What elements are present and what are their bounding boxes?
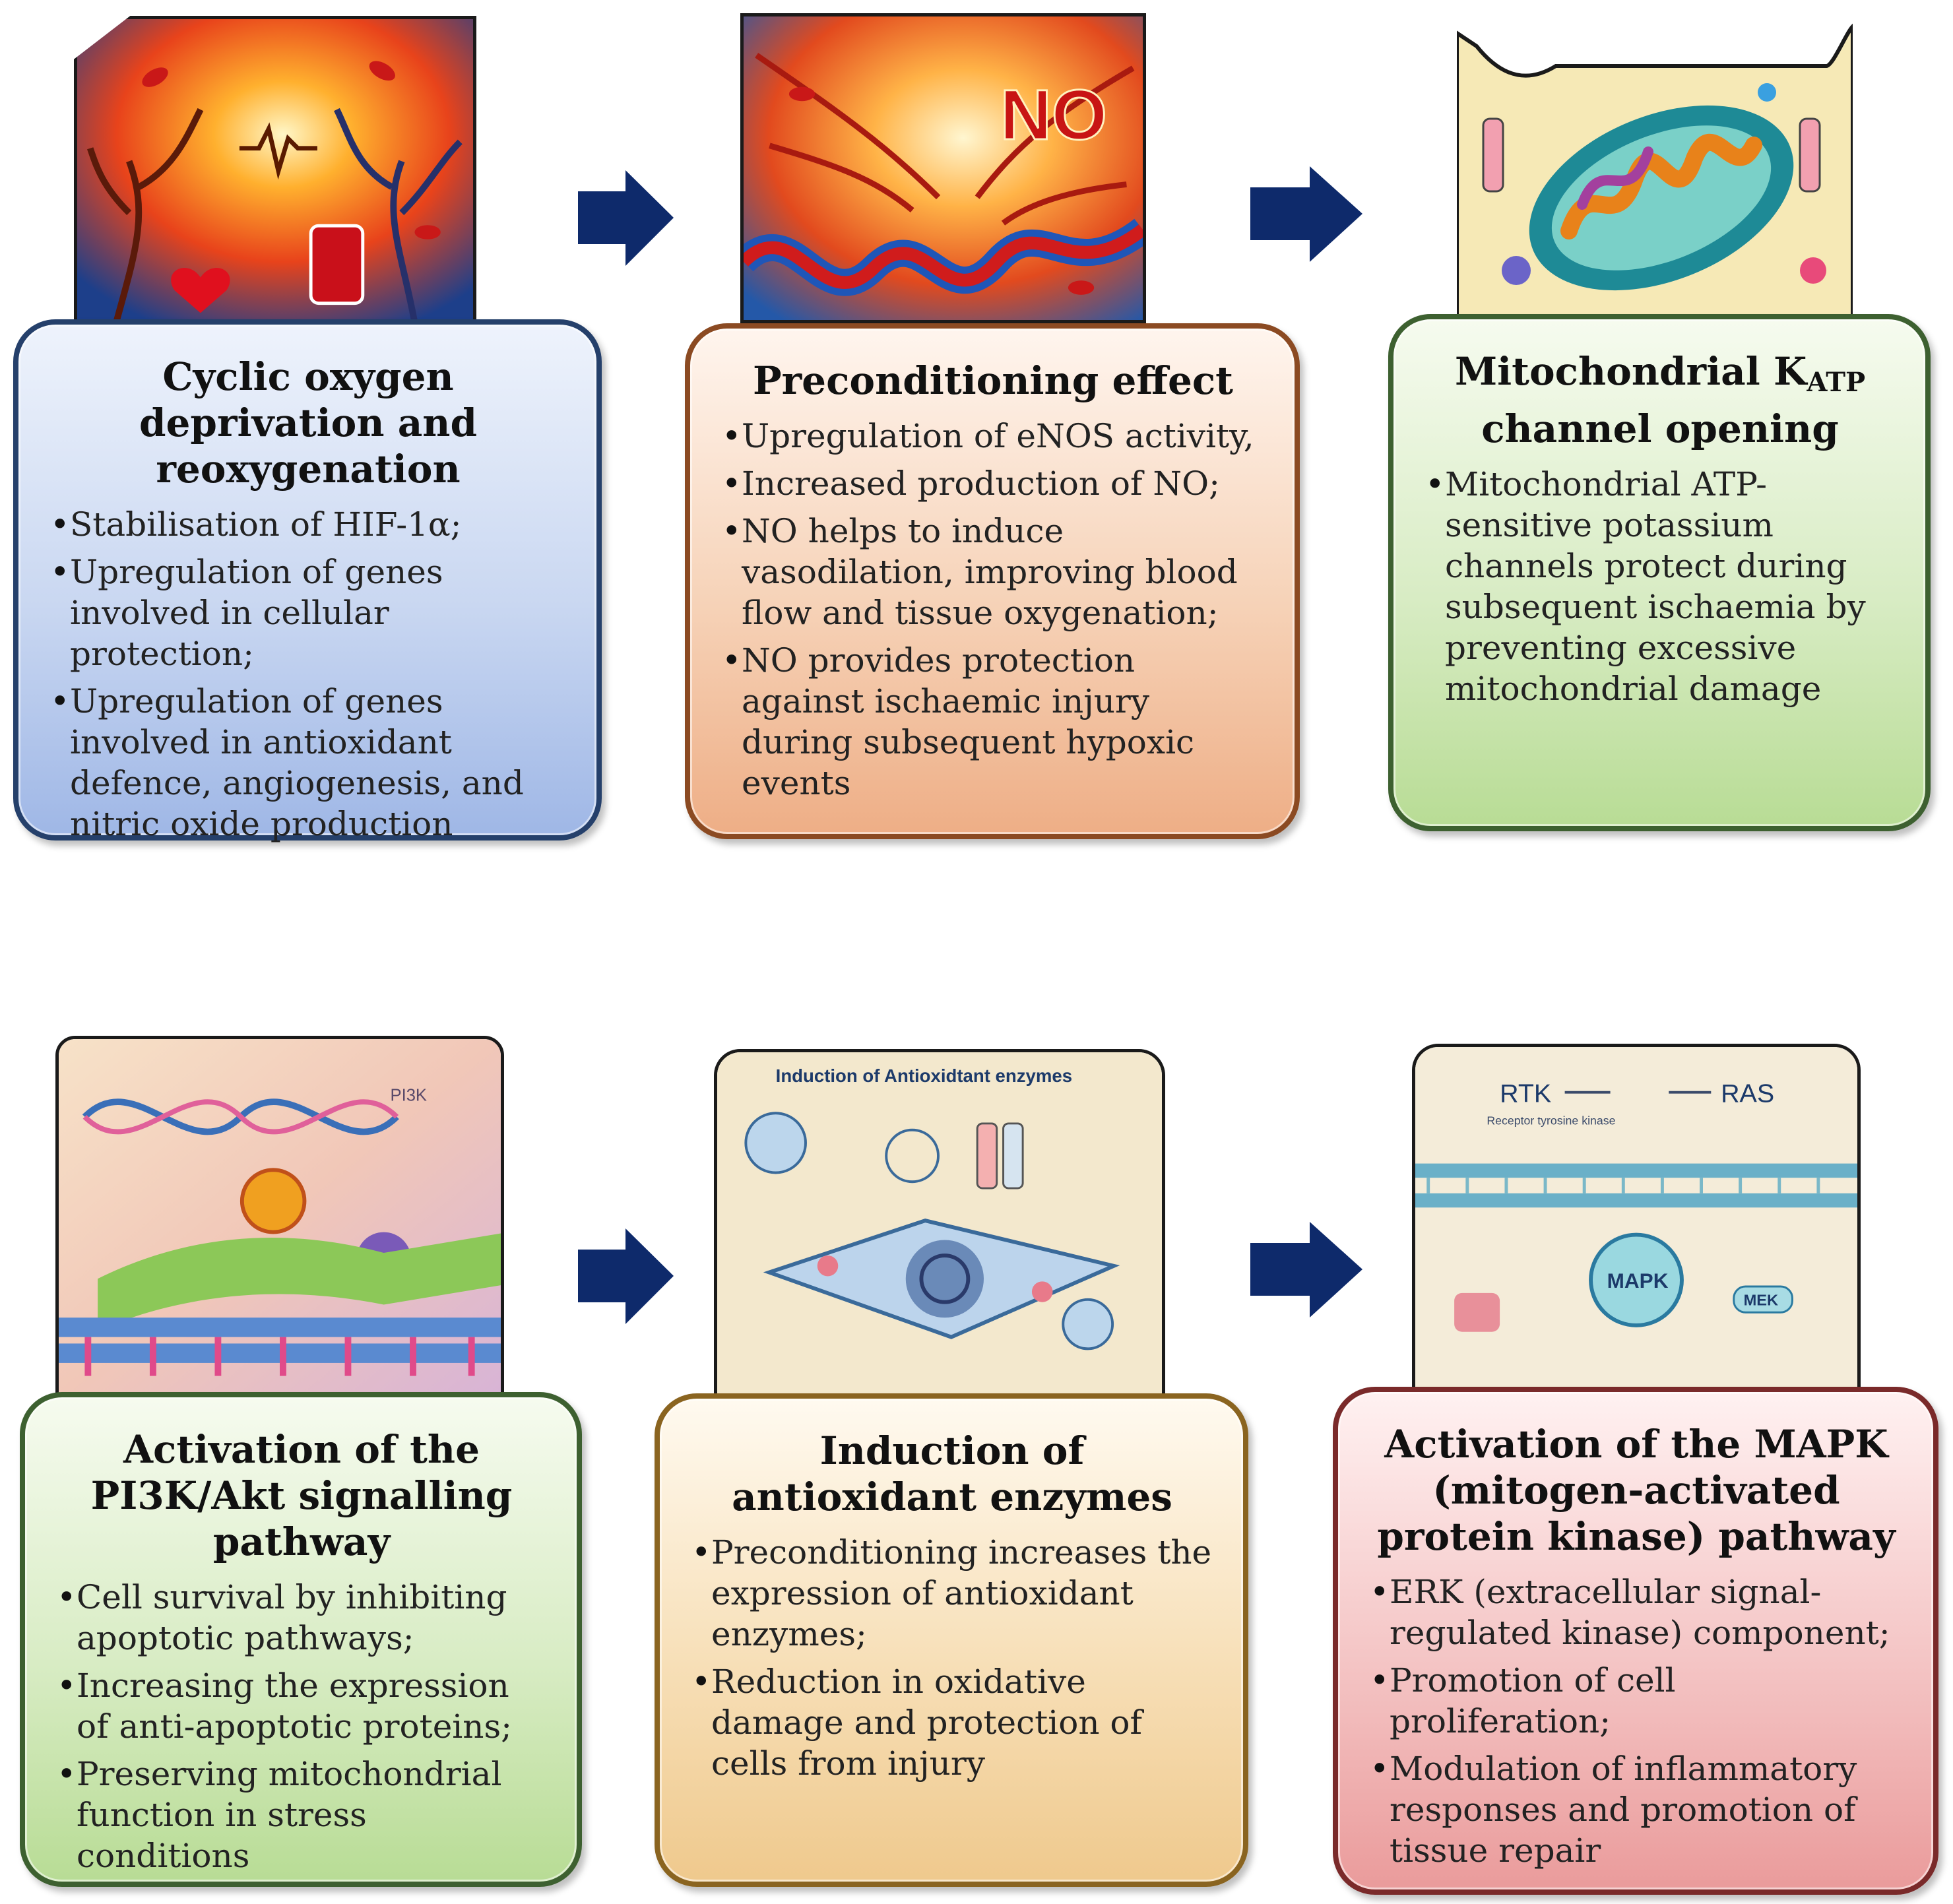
card-pi3k-akt: Activation of the PI3K/Akt signalling pa…	[20, 1392, 582, 1887]
arrow-4-icon	[1250, 1222, 1362, 1317]
receptor-label: Receptor tyrosine kinase	[1487, 1114, 1615, 1127]
bullet-item: Modulation of inflammatory responses and…	[1370, 1748, 1903, 1871]
bullet-item: Increasing the expression of anti-apopto…	[57, 1665, 546, 1747]
bullet-item: Promotion of cell proliferation;	[1370, 1660, 1903, 1742]
nitric-oxide-illustration: NO	[740, 13, 1146, 323]
bullet-item: NO provides protection against ischaemic…	[722, 640, 1264, 804]
hypoxia-illustration	[74, 16, 476, 326]
bullet-item: Upregulation of genes involved in cellul…	[50, 552, 566, 674]
mapk-label: MAPK	[1607, 1269, 1669, 1292]
bullet-item: ERK (extracellular signal-regulated kina…	[1370, 1571, 1903, 1653]
card-title: Induction of antioxidant enzymes	[732, 1428, 1172, 1519]
bullet-item: Stabilisation of HIF-1α;	[50, 504, 566, 545]
mek-label: MEK	[1744, 1292, 1779, 1309]
card-mapk: Activation of the MAPK (mitogen-activate…	[1333, 1387, 1938, 1895]
card-mitochondrial-katp: Mitochondrial KATP channel opening Mitoc…	[1388, 314, 1931, 831]
bullet-item: Mitochondrial ATP-sensitive potassium ch…	[1425, 464, 1895, 709]
antioxidant-image-title: Induction of Antioxidtant enzymes	[776, 1065, 1072, 1086]
title-rest: channel opening	[1481, 406, 1839, 451]
no-label: NO	[1000, 75, 1107, 154]
bullet-item: Upregulation of eNOS activity,	[722, 416, 1264, 457]
bullet-list: Stabilisation of HIF-1α; Upregulation of…	[50, 504, 566, 844]
mapk-illustration: RTK RAS Receptor tyrosine kinase MAPK ME…	[1412, 1044, 1861, 1393]
bullet-list: Cell survival by inhibiting apoptotic pa…	[57, 1577, 546, 1876]
card-antioxidant: Induction of antioxidant enzymes Precond…	[655, 1393, 1248, 1887]
antioxidant-illustration: Induction of Antioxidtant enzymes	[714, 1049, 1165, 1399]
bullet-item: Reduction in oxidative damage and protec…	[691, 1661, 1213, 1784]
card-title: Preconditioning effect	[753, 358, 1233, 403]
mitochondrion-illustration	[1457, 20, 1853, 323]
bullet-item: Increased production of NO;	[722, 463, 1264, 504]
bullet-list: Mitochondrial ATP-sensitive potassium ch…	[1425, 464, 1895, 709]
bullet-list: Upregulation of eNOS activity, Increased…	[722, 416, 1264, 804]
title-subscript: ATP	[1807, 367, 1866, 398]
arrow-2-icon	[1250, 166, 1362, 262]
bullet-list: Preconditioning increases the expression…	[691, 1532, 1213, 1784]
bullet-item: Preconditioning increases the expression…	[691, 1532, 1213, 1655]
card-title: Activation of the PI3K/Akt signalling pa…	[90, 1427, 513, 1564]
bullet-item: Upregulation of genes involved in antiox…	[50, 681, 566, 844]
arrow-3-icon	[578, 1228, 674, 1324]
pi3k-illustration: PI3K	[55, 1036, 504, 1399]
bullet-item: Cell survival by inhibiting apoptotic pa…	[57, 1577, 546, 1659]
card-title: Activation of the MAPK (mitogen-activate…	[1377, 1422, 1896, 1559]
card-title: Mitochondrial KATP channel opening	[1425, 348, 1895, 452]
bullet-item: Preserving mitochondrial function in str…	[57, 1754, 546, 1876]
title-main: Mitochondrial K	[1454, 349, 1807, 394]
arrow-1-icon	[578, 170, 674, 266]
bullet-list: ERK (extracellular signal-regulated kina…	[1370, 1571, 1903, 1871]
card-preconditioning: Preconditioning effect Upregulation of e…	[685, 323, 1300, 839]
pi3k-label: PI3K	[391, 1086, 428, 1104]
card-cyclic-oxygen: Cyclic oxygen deprivation and reoxygenat…	[13, 319, 602, 844]
bullet-item: NO helps to induce vasodilation, improvi…	[722, 511, 1264, 633]
rtk-label: RTK	[1500, 1079, 1551, 1108]
ras-label: RAS	[1721, 1079, 1774, 1108]
card-title: Cyclic oxygen deprivation and reoxygenat…	[139, 354, 478, 492]
